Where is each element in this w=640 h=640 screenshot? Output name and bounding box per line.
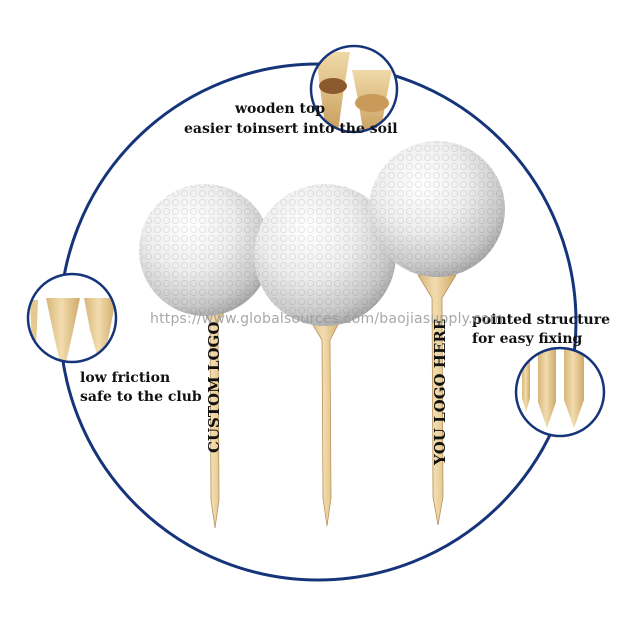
tee-right: [417, 274, 457, 526]
tee-label-custom-logo: CUSTOM LOGO: [205, 321, 223, 453]
callout-wooden-top-line1: wooden top: [235, 101, 326, 117]
golf-ball-middle: [254, 184, 396, 326]
callout-low-friction-line1: low friction: [80, 370, 171, 386]
tee-middle: [306, 314, 344, 527]
callout-pointed-structure: pointed structure for easy fixing: [472, 311, 610, 349]
tee-label-you-logo-here: YOU LOGO HERE: [431, 318, 449, 465]
callout-low-friction-line2: safe to the club: [80, 389, 202, 405]
callout-pointed-structure-line1: pointed structure: [472, 312, 611, 328]
callout-wooden-top: wooden top: [232, 100, 325, 119]
golf-ball-right: [369, 141, 505, 277]
callout-pointed-structure-line2: for easy fixing: [472, 331, 583, 347]
inset-top-wooden-top: [309, 44, 399, 134]
watermark-url: https://www.globalsources.com/baojiasupp…: [150, 311, 504, 327]
callout-easier-insert: easier toinsert into the soil: [184, 120, 398, 139]
inset-right-pointed-structure: [514, 346, 606, 438]
callout-low-friction: low friction safe to the club: [80, 369, 202, 407]
callout-wooden-top-line2: easier toinsert into the soil: [184, 121, 398, 137]
golf-ball-left: [139, 184, 271, 316]
inset-left-low-friction: [26, 272, 118, 364]
